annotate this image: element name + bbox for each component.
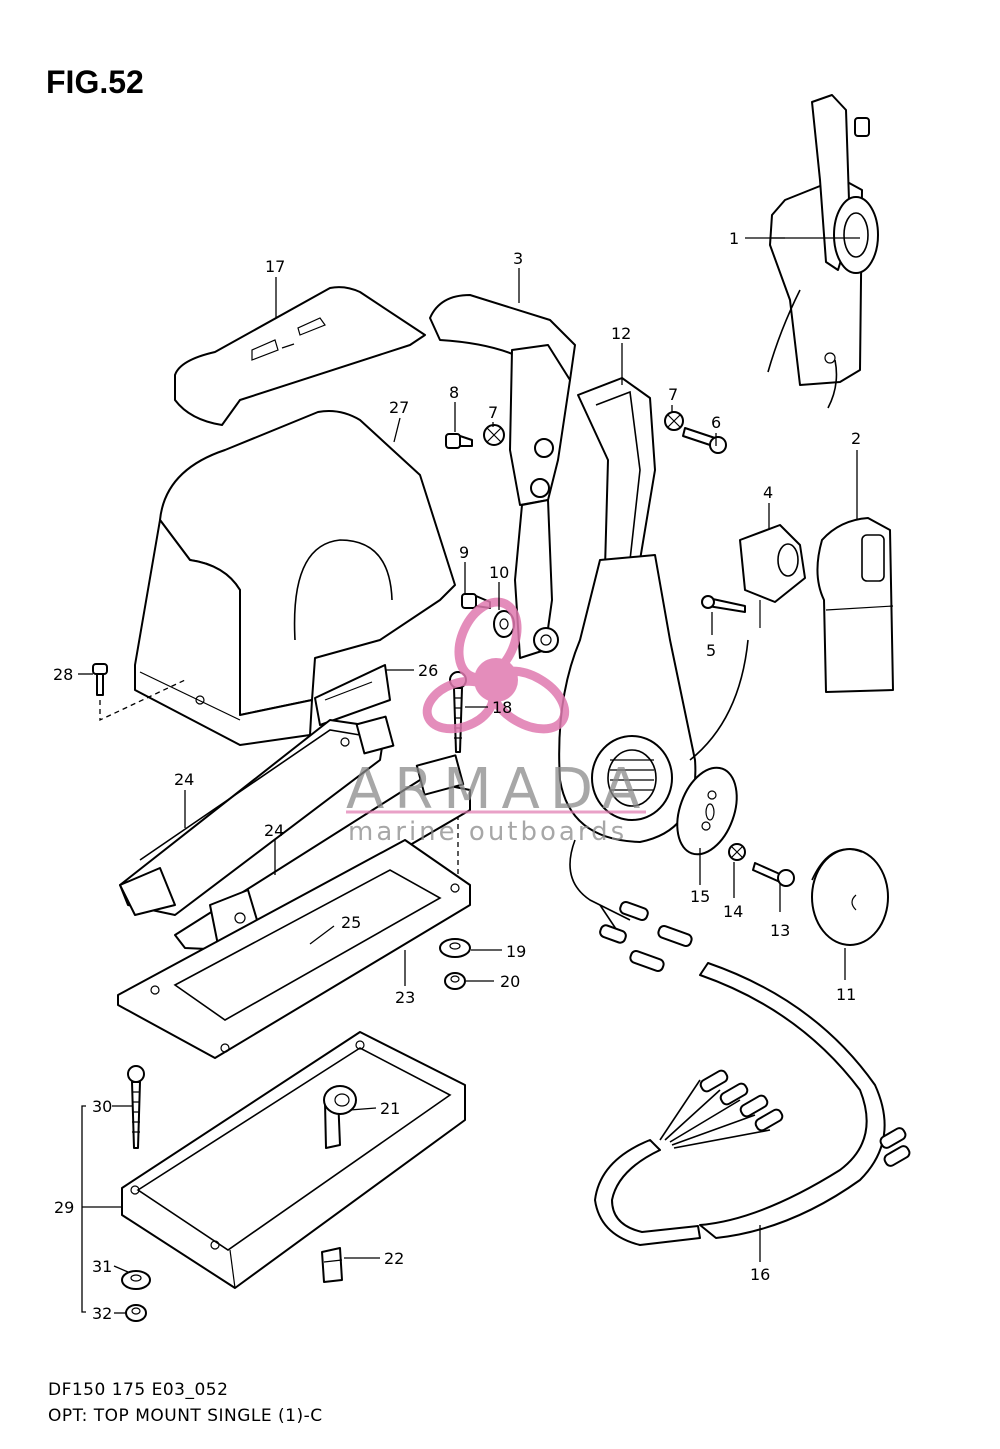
callout-3: 3 [513,249,523,268]
callout-2: 2 [851,429,861,448]
part-washer-31 [121,1270,151,1290]
figure-code: DF150 175 E03_052 [48,1380,229,1400]
callout-17: 17 [265,257,285,276]
part-bolt-8 [445,433,473,449]
callout-26: 26 [418,661,438,680]
callout-4: 4 [763,483,773,502]
callout-7-left: 7 [488,403,498,422]
callout-30: 30 [92,1097,112,1116]
part-control-body [558,554,749,843]
part-screw-28 [92,663,186,722]
part-washer-19 [439,938,471,958]
callout-22: 22 [384,1249,404,1268]
part-screw-13 [752,862,795,887]
part-screw-30 [127,1065,145,1149]
callout-16: 16 [750,1265,770,1284]
part-cover-27 [134,410,456,746]
part-screw-5 [701,595,746,613]
part-washer-14 [728,843,746,861]
part-clip-22 [321,1247,343,1283]
callout-24-upper: 24 [174,770,194,789]
part-plate-15 [676,766,738,856]
callout-6: 6 [711,413,721,432]
leader-lines [78,237,858,1314]
part-bracket-21 [323,1085,357,1149]
part-control-assembly [767,94,879,409]
part-washer-7-right [664,411,684,431]
callout-32: 32 [92,1304,112,1323]
callout-12: 12 [611,324,631,343]
part-nut-32 [125,1304,147,1322]
part-handle-grip [816,517,894,693]
callout-9: 9 [459,543,469,562]
callout-29: 29 [54,1198,74,1217]
callout-27: 27 [389,398,409,417]
figure-title: FIG.52 [46,64,144,100]
callout-labels: 1 2 3 4 5 6 7 7 8 9 10 11 12 13 14 15 16… [53,229,861,1323]
callout-31: 31 [92,1257,112,1276]
part-gasket-23 [117,839,471,1059]
callout-28: 28 [53,665,73,684]
part-control-lever [429,294,576,659]
callout-5: 5 [706,641,716,660]
part-base-29 [121,1031,466,1289]
part-plate-26 [314,664,391,726]
callout-14: 14 [723,902,743,921]
part-cap-11 [811,848,889,946]
part-screw-6 [682,427,727,454]
part-washer-7-left [483,424,505,446]
callout-10: 10 [489,563,509,582]
callout-24-lower: 24 [264,821,284,840]
part-inner-lever [577,377,656,576]
part-nut-20 [444,972,466,990]
callout-8: 8 [449,383,459,402]
callout-25: 25 [341,913,361,932]
part-neutral-switch [739,524,806,628]
callout-20: 20 [500,972,520,991]
part-wire-harness [569,839,911,1246]
callout-21: 21 [380,1099,400,1118]
callout-19: 19 [506,942,526,961]
part-bracket-24-upper [119,715,395,916]
watermark: ARMADA marine outboards [346,597,646,847]
callout-18: 18 [492,698,512,717]
callout-15: 15 [690,887,710,906]
part-top-cover-17 [174,286,426,426]
callout-23: 23 [395,988,415,1007]
watermark-propeller-icon [422,597,570,734]
figure-caption: OPT: TOP MOUNT SINGLE (1)-C [48,1406,323,1426]
callout-11: 11 [836,985,856,1004]
watermark-subtitle: marine outboards [348,817,627,847]
callout-13: 13 [770,921,790,940]
callout-7-right: 7 [668,385,678,404]
callout-1: 1 [729,229,739,248]
